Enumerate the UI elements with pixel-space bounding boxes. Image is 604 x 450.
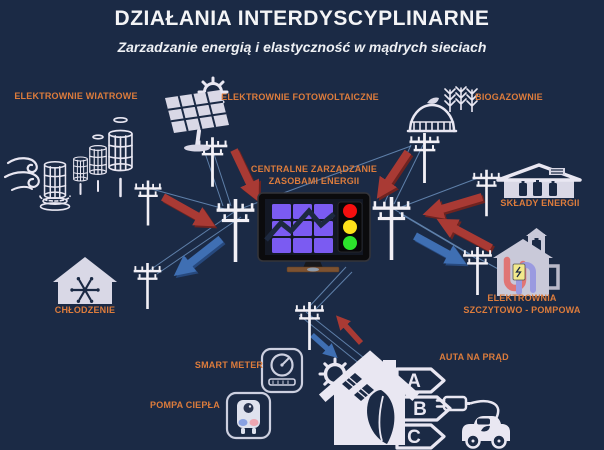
energy-storage-warehouse-icon <box>496 163 582 198</box>
car-window <box>477 418 490 425</box>
traffic-light-icon <box>337 201 363 253</box>
central-monitor-icon <box>257 192 371 273</box>
label-electric-cars: AUTA NA PRĄD <box>439 352 509 362</box>
battery-icon <box>519 180 557 196</box>
dashboard-tiles <box>272 204 333 253</box>
red-energy-arrows <box>161 148 495 345</box>
roof-solar-panels <box>342 373 374 401</box>
electric-car-icon <box>435 395 510 449</box>
plug-icon <box>435 395 470 412</box>
utility-pole <box>472 169 501 217</box>
label-cooling: CHŁODZENIE <box>54 305 116 315</box>
label-pumped-storage: ELEKTROWNIA SZCZYTOWO - POMPOWA <box>463 292 580 316</box>
label-central-management: CENTRALNE ZARZĄDZANIE ZASOBAMI ENERGII <box>251 163 377 187</box>
eco-house-icon: A B C <box>318 350 452 450</box>
utility-pole <box>197 137 228 187</box>
page-title: DZIAŁANIA INTERDYSCYPLINARNE <box>114 7 490 30</box>
leaf-icon <box>367 390 395 444</box>
heat-pump-icon <box>225 391 272 440</box>
utility-pole <box>133 263 162 309</box>
label-central-line2: ZASOBAMI ENERGII <box>268 176 360 186</box>
label-smart-meter: SMART METER <box>194 360 264 370</box>
energy-class-c-label: C <box>407 427 421 448</box>
biogas-plant-icon <box>406 86 478 133</box>
utility-pole <box>134 180 162 226</box>
utility-pole <box>463 247 492 295</box>
snowflake-icon <box>70 277 100 303</box>
label-wind: ELEKTROWNIE WIATROWE <box>14 91 138 101</box>
trend-chart-line <box>264 207 336 242</box>
label-pumped-line1: ELEKTROWNIA <box>487 293 557 303</box>
utility-pole <box>372 197 411 260</box>
label-storage: SKŁADY ENERGII <box>500 198 580 208</box>
pumped-storage-plant-icon <box>493 228 560 296</box>
smart-meter-icon <box>260 347 304 394</box>
blue-energy-arrows <box>173 232 469 358</box>
leaf-icon <box>427 97 439 104</box>
energy-class-b-label: B <box>413 399 427 420</box>
traffic-light-green <box>343 236 357 250</box>
traffic-light-red <box>343 204 357 218</box>
label-heat-pump: POMPA CIEPŁA <box>150 400 220 410</box>
label-biogas: BIOGAZOWNIE <box>475 92 543 102</box>
label-central-line1: CENTRALNE ZARZĄDZANIE <box>250 164 378 174</box>
crops-icon <box>455 86 467 110</box>
leaf-icon <box>481 425 490 432</box>
traffic-light-yellow <box>343 220 357 234</box>
wind-turbines-icon <box>3 117 133 211</box>
utility-pole <box>409 133 440 183</box>
solar-panel-icon <box>165 76 229 152</box>
cooling-house-icon <box>53 257 117 304</box>
label-photovoltaic: ELEKTROWNIE FOTOWOLTAICZNE <box>221 92 379 102</box>
crops-icon <box>444 88 456 112</box>
page-subtitle: Zarzadzanie energią i elastyczność w mąd… <box>117 39 487 55</box>
label-pumped-line2: SZCZYTOWO - POMPOWA <box>463 305 581 315</box>
